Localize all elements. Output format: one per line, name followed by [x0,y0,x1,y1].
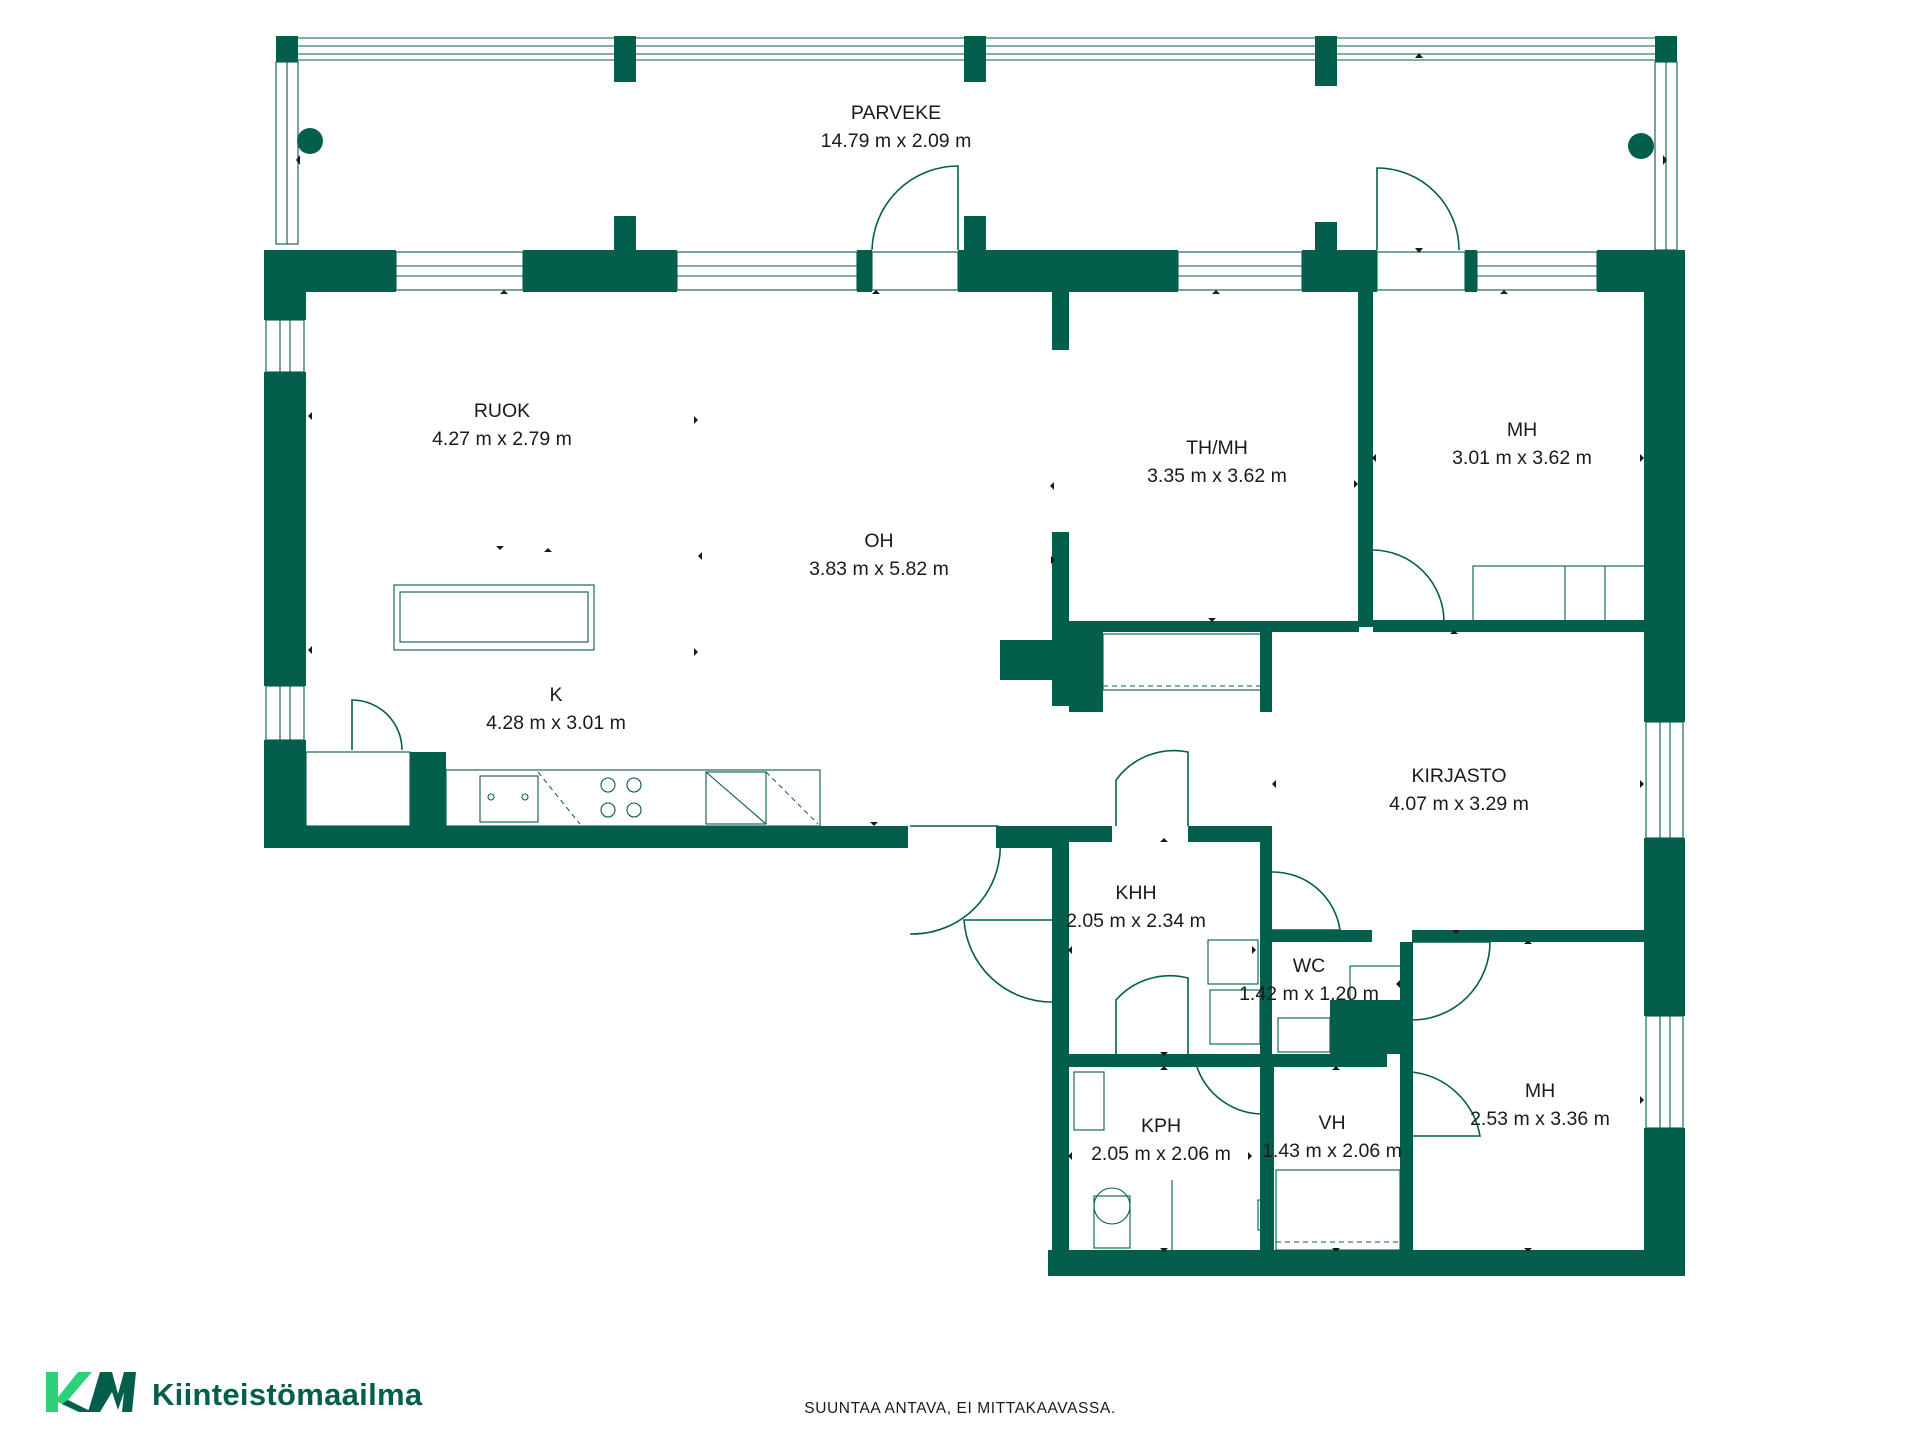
room-label-khh: KHH 2.05 m x 2.34 m [1066,882,1206,932]
balcony-structure [275,36,1678,254]
room-label-kph: KPH 2.05 m x 2.06 m [1091,1115,1231,1165]
room-size: 1.42 m x 1.20 m [1239,983,1379,1005]
kitchen-island [393,584,595,651]
room-label-parveke: PARVEKE 14.79 m x 2.09 m [821,102,972,152]
room-label-vh: VH 1.43 m x 2.06 m [1262,1112,1402,1162]
room-name: K [549,684,562,706]
window-marker-icons [296,53,1667,1252]
room-size: 3.35 m x 3.62 m [1147,465,1287,487]
room-label-wc: WC 1.42 m x 1.20 m [1239,955,1379,1005]
room-name: KPH [1141,1115,1181,1137]
door-swing-icon [351,165,1491,1137]
room-size: 1.43 m x 2.06 m [1262,1140,1402,1162]
room-size: 2.05 m x 2.34 m [1066,910,1206,932]
room-size: 14.79 m x 2.09 m [821,130,972,152]
room-name: MH [1507,419,1537,441]
room-label-oh: OH 3.83 m x 5.82 m [809,530,949,580]
room-name: TH/MH [1186,437,1248,459]
room-name: KHH [1115,882,1156,904]
room-size: 4.27 m x 2.79 m [432,428,572,450]
balcony-glazing-sides [275,61,1678,251]
room-name: WC [1293,955,1326,977]
room-label-mh-2: MH 2.53 m x 3.36 m [1470,1080,1610,1130]
room-label-kirjasto: KIRJASTO 4.07 m x 3.29 m [1389,765,1529,815]
room-name: PARVEKE [851,102,941,124]
column-icon [297,128,323,154]
room-name: KIRJASTO [1412,765,1507,787]
room-label-k: K 4.28 m x 3.01 m [486,684,626,734]
balcony-glazing-top [298,37,1655,61]
room-size: 4.07 m x 3.29 m [1389,793,1529,815]
room-size: 2.53 m x 3.36 m [1470,1108,1610,1130]
room-label-ruok: RUOK 4.27 m x 2.79 m [432,400,572,450]
walls [264,250,1685,1276]
room-size: 4.28 m x 3.01 m [486,712,626,734]
column-icon [1628,133,1654,159]
room-label-thmh: TH/MH 3.35 m x 3.62 m [1147,437,1287,487]
room-size: 3.01 m x 3.62 m [1452,447,1592,469]
window-icon [265,251,1684,1129]
kitchen-counter [305,751,821,827]
brand-name: Kiinteistömaailma [152,1377,423,1412]
room-label-mh-1: MH 3.01 m x 3.62 m [1452,419,1592,469]
room-name: VH [1318,1112,1345,1134]
bathroom-fixtures [1073,939,1403,1250]
km-logo-icon [46,1372,136,1412]
room-name: MH [1525,1080,1555,1102]
room-name: OH [864,530,893,552]
room-name: RUOK [474,400,530,422]
room-size: 2.05 m x 2.06 m [1091,1143,1231,1165]
room-size: 3.83 m x 5.82 m [809,558,949,580]
disclaimer: SUUNTAA ANTAVA, EI MITTAKAAVASSA. [804,1400,1116,1417]
